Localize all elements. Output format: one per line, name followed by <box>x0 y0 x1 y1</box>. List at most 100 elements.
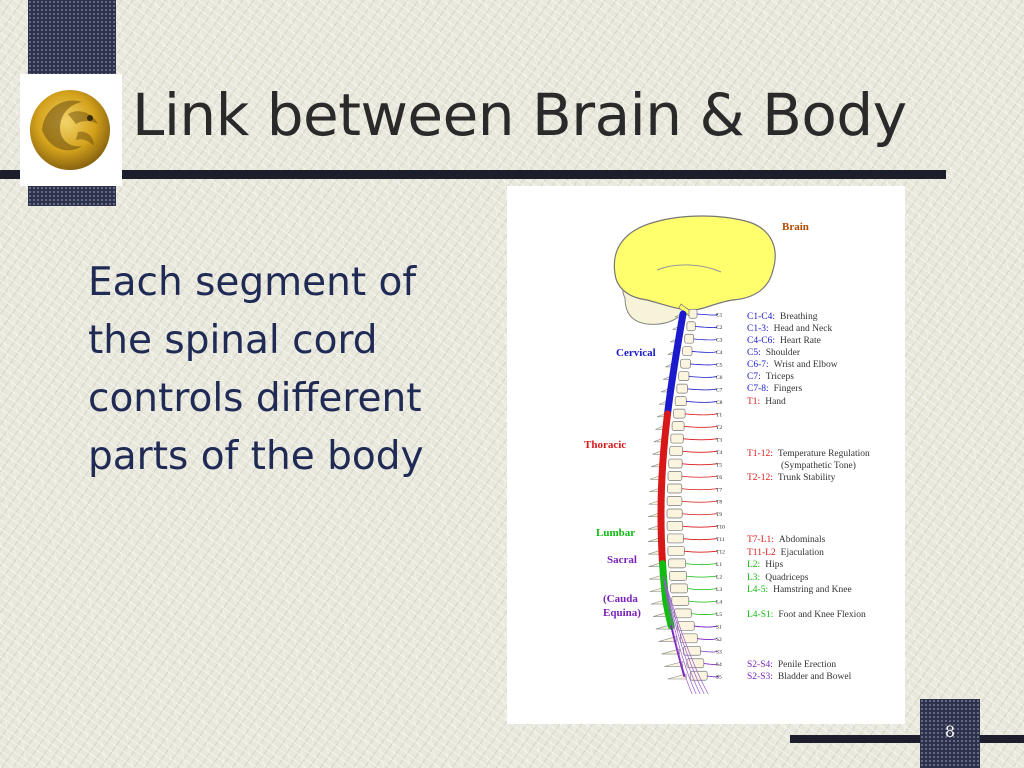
slide-body-text: Each segment of the spinal cord controls… <box>88 260 424 479</box>
function-code: L2: <box>747 560 760 570</box>
function-code: T2-12: <box>747 473 773 483</box>
slide-title: Link between Brain & Body <box>132 81 907 149</box>
nerve-C3 <box>693 338 718 341</box>
logo-box <box>20 74 122 186</box>
spinous-process-S2 <box>658 636 677 642</box>
vertebra-label-L1: L1 <box>716 562 722 568</box>
region-label-thoracic: Thoracic <box>584 439 626 451</box>
vertebra-T1 <box>673 408 686 419</box>
nerve-T1 <box>685 413 718 416</box>
nerve-C7 <box>687 388 718 391</box>
function-item: L4-5:Hamstring and Knee <box>747 585 852 595</box>
vertebra-C8 <box>674 396 687 406</box>
vertebra-label-C8: C8 <box>716 400 723 406</box>
function-item: T7-L1:Abdominals <box>747 535 826 545</box>
vertebra-label-L5: L5 <box>716 612 722 618</box>
function-code: L4-S1: <box>747 610 773 620</box>
vertebra-label-T8: T8 <box>716 500 722 506</box>
vertebra-label-S1: S1 <box>716 625 722 631</box>
function-desc: Triceps <box>766 372 794 382</box>
vertebra-label-T10: T10 <box>716 525 725 531</box>
vertebra-label-T9: T9 <box>716 512 722 518</box>
nerve-L4 <box>688 600 718 603</box>
nerve-S4 <box>703 663 718 665</box>
vertebra-T6 <box>667 471 683 481</box>
function-desc: Hamstring and Knee <box>773 585 852 595</box>
function-item: (Sympathetic Tone) <box>781 460 856 471</box>
page-number: 8 <box>944 722 956 741</box>
vertebra-label-S3: S3 <box>716 650 722 656</box>
function-item: C1-3:Head and Neck <box>747 324 832 334</box>
function-desc: Penile Erection <box>778 660 837 670</box>
vertebra-label-L4: L4 <box>716 600 722 606</box>
vertebra-T10 <box>666 521 684 531</box>
function-desc: Breathing <box>780 312 818 322</box>
function-code: L3: <box>747 573 760 583</box>
function-item: L4-S1:Foot and Knee Flexion <box>747 610 866 620</box>
spinal-nerves <box>681 313 719 678</box>
function-code: S2-S3: <box>747 672 773 682</box>
function-desc: Trunk Stability <box>778 473 836 483</box>
function-code: C7: <box>747 372 761 382</box>
brain-label: Brain <box>782 221 809 233</box>
left-mid-deco-block <box>28 186 116 206</box>
function-item: C1-C4: Breathing <box>747 312 818 322</box>
nerve-S5 <box>707 675 719 678</box>
brain-fold-line <box>656 264 722 273</box>
nerve-T9 <box>682 513 718 516</box>
function-item: L2: Hips <box>747 560 783 570</box>
vertebra-T5 <box>668 458 683 469</box>
function-code: S2-S4: <box>747 660 773 670</box>
vertebra-label-L3: L3 <box>716 587 722 593</box>
function-desc: Quadriceps <box>765 573 809 583</box>
vertebra-C2 <box>686 321 696 332</box>
vertebra-C4 <box>682 346 693 357</box>
brain-shape <box>613 215 776 311</box>
vertebra-label-T3: T3 <box>716 437 722 443</box>
nerve-C4 <box>691 351 718 353</box>
title-underline-rule <box>0 170 946 179</box>
function-item: T1:Hand <box>747 397 786 407</box>
nerve-C2 <box>695 326 718 328</box>
region-label-sacral: Sacral <box>607 554 637 566</box>
region-label-lumbar: Lumbar <box>596 527 635 539</box>
vertebra-label-C6: C6 <box>716 375 723 381</box>
function-code: T7-L1: <box>747 535 774 545</box>
nerve-L3 <box>687 588 718 591</box>
function-item: C5:Shoulder <box>747 348 801 358</box>
vertebra-T4 <box>669 446 683 456</box>
function-desc: Hips <box>765 560 783 570</box>
function-code: T1-12: <box>747 449 773 459</box>
vertebra-C1 <box>688 308 698 319</box>
page-number-box <box>920 699 980 768</box>
function-item: C7-8:Fingers <box>747 384 802 394</box>
vertebra-label-C4: C4 <box>716 350 723 356</box>
function-desc: Temperature Regulation <box>778 449 870 459</box>
cauda-equina-strand <box>663 576 697 695</box>
pegasus-logo-icon <box>30 90 110 170</box>
function-item: S2-S3:Bladder and Bowel <box>747 672 852 682</box>
function-desc: Heart Rate <box>780 336 821 346</box>
region-label-equina: Equina) <box>603 607 641 619</box>
vertebra-T8 <box>666 496 683 506</box>
cord-segment-lumbar <box>659 560 675 630</box>
vertebra-C3 <box>684 333 694 344</box>
nerve-T8 <box>681 500 718 503</box>
vertebra-L2 <box>669 571 687 581</box>
cauda-equina-strand <box>663 576 705 695</box>
vertebra-T2 <box>671 421 685 431</box>
vertebra-label-C1: C1 <box>716 313 723 319</box>
nerve-T4 <box>682 450 718 453</box>
nerve-T12 <box>684 550 718 553</box>
function-desc: (Sympathetic Tone) <box>781 460 856 471</box>
nerve-T3 <box>683 438 718 441</box>
nerve-C6 <box>688 376 718 378</box>
function-code: C1-C4: <box>747 312 775 322</box>
cauda-equina-strand <box>663 576 701 695</box>
function-code: T1: <box>747 397 760 407</box>
nerve-L2 <box>686 575 718 578</box>
function-desc: Shoulder <box>766 348 801 358</box>
vertebra-label-T5: T5 <box>716 462 722 468</box>
vertebra-T7 <box>667 483 683 494</box>
